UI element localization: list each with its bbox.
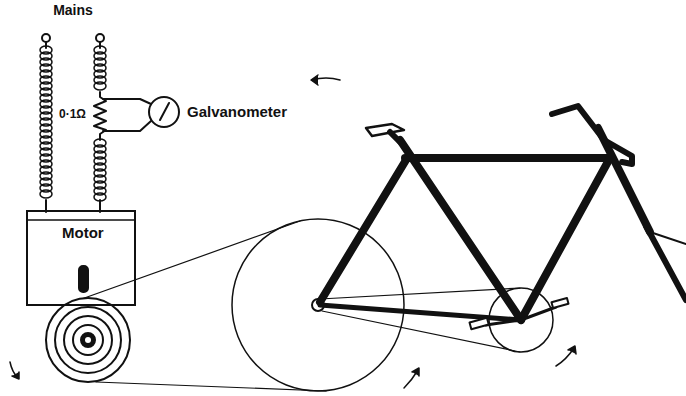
galvanometer-lead [103, 121, 151, 131]
coil-winding [94, 82, 106, 90]
stepped-pulley [46, 298, 130, 382]
pedal [470, 318, 489, 329]
brake-rod [650, 232, 686, 244]
rotation-arrow [311, 75, 340, 85]
terminal [96, 34, 104, 42]
terminal [42, 34, 50, 42]
galvanometer-label: Galvanometer [186, 103, 288, 120]
galvanometer-lead [103, 99, 151, 104]
motor-box: Motor [26, 210, 136, 306]
pedal [551, 298, 568, 308]
rotation-arrow [556, 346, 576, 366]
resistance-value: 0·1Ω [58, 107, 87, 121]
galvanometer-symbol [149, 97, 179, 127]
wire [99, 42, 101, 48]
galvanometer-needle [160, 103, 169, 120]
flex-coils [40, 46, 106, 201]
mains-label: Mains [52, 2, 94, 18]
rotation-arrow [10, 362, 19, 379]
coil-winding [40, 190, 52, 198]
seat-post [390, 132, 400, 142]
crank [486, 320, 521, 325]
chain [320, 288, 520, 299]
belt [62, 221, 300, 306]
motor-lever [79, 266, 88, 292]
node-label: Motor [62, 224, 104, 241]
wire [45, 42, 47, 48]
rotation-arrow [404, 368, 419, 388]
motor-housing-line [27, 219, 135, 221]
crank [521, 307, 556, 320]
saddle [366, 124, 404, 136]
handlebar [552, 106, 632, 164]
